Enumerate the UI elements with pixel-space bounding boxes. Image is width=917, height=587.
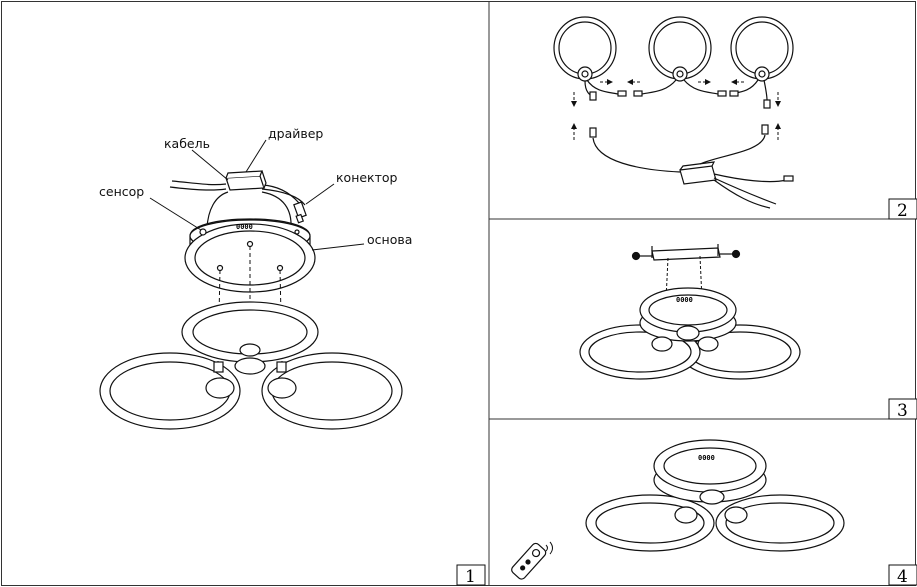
- driver-label: драйвер: [268, 126, 323, 141]
- cable-label: кабель: [164, 136, 210, 151]
- base-label: основа: [367, 232, 412, 247]
- port-marks: 0000: [236, 223, 253, 231]
- svg-text:3: 3: [897, 401, 908, 421]
- wireless-signal-icon: [545, 541, 553, 555]
- sensor-label: сенсор: [99, 184, 144, 199]
- ring-modules: [553, 16, 794, 82]
- mounting-bracket: [631, 244, 741, 261]
- base-plate: 0000: [184, 218, 316, 293]
- svg-text:2: 2: [897, 201, 908, 221]
- driver-assembly: [589, 124, 794, 209]
- panel-3: 0000: [579, 244, 801, 380]
- connector-label: конектор: [336, 170, 398, 185]
- panel-4-number: 4: [888, 564, 917, 587]
- panel-4: 0000: [511, 439, 845, 580]
- port-marks: 0000: [676, 296, 693, 304]
- panel-3-number: 3: [888, 398, 917, 421]
- svg-text:1: 1: [465, 567, 476, 587]
- panel-1: 0000: [99, 126, 412, 430]
- panel-2-number: 2: [888, 198, 917, 221]
- port-marks: 0000: [698, 454, 715, 462]
- driver-box: [225, 170, 267, 191]
- svg-text:4: 4: [897, 567, 908, 587]
- remote-control-icon: [511, 542, 547, 580]
- connector-plug: [293, 201, 307, 224]
- connection-arrows: [571, 79, 781, 140]
- panel-2: [553, 16, 794, 209]
- module-wires: [584, 79, 771, 109]
- lamp-rings: [99, 301, 403, 430]
- leader-lines: [149, 139, 365, 251]
- panel-1-number: 1: [456, 564, 486, 587]
